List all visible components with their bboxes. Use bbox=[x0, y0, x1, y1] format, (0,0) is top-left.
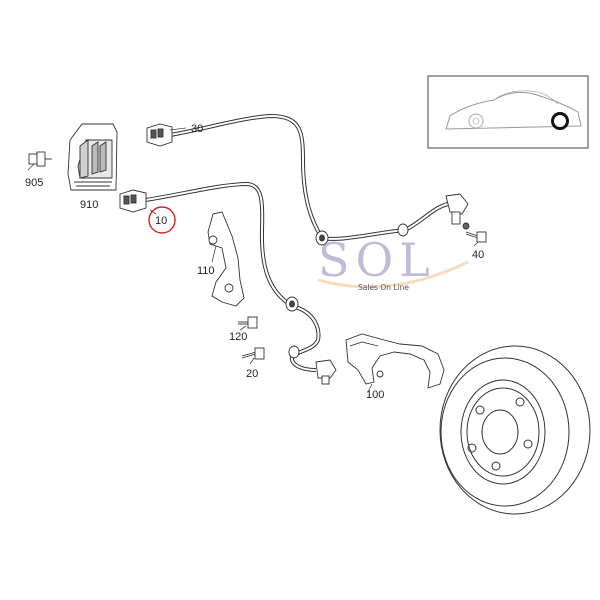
leader-lines bbox=[27, 127, 479, 393]
label-30: 30 bbox=[191, 123, 203, 135]
dust-shield-100 bbox=[345, 333, 445, 389]
label-905: 905 bbox=[25, 177, 43, 189]
watermark-brand: SOL bbox=[318, 233, 436, 287]
grommet-30 bbox=[315, 223, 409, 246]
sensor-30 bbox=[445, 193, 470, 230]
wire-harness-30 bbox=[146, 113, 470, 246]
label-100: 100 bbox=[366, 389, 384, 401]
clip-905 bbox=[28, 151, 52, 167]
label-40: 40 bbox=[472, 249, 484, 261]
control-unit-910 bbox=[67, 123, 118, 191]
label-110: 110 bbox=[197, 265, 215, 277]
label-20: 20 bbox=[246, 368, 258, 380]
label-910: 910 bbox=[80, 199, 98, 211]
grommet-10 bbox=[285, 296, 300, 359]
brake-disc bbox=[439, 345, 591, 515]
label-10: 10 bbox=[155, 215, 167, 227]
connector-10 bbox=[119, 189, 147, 213]
car-location-inset bbox=[427, 75, 589, 149]
bolt-40 bbox=[465, 231, 487, 243]
watermark-tagline: Sales On Line bbox=[358, 283, 409, 292]
wire-harness-10 bbox=[119, 181, 337, 385]
sensor-10 bbox=[315, 359, 337, 385]
label-120: 120 bbox=[229, 331, 247, 343]
bolt-20 bbox=[241, 347, 265, 360]
highlight-circle-10 bbox=[148, 206, 176, 234]
connector-30 bbox=[146, 123, 173, 147]
sol-watermark: SOL Sales On Line bbox=[317, 233, 469, 292]
highlighted-wheel-icon bbox=[551, 112, 569, 130]
bracket-110 bbox=[207, 211, 245, 307]
bolt-120 bbox=[238, 316, 258, 329]
